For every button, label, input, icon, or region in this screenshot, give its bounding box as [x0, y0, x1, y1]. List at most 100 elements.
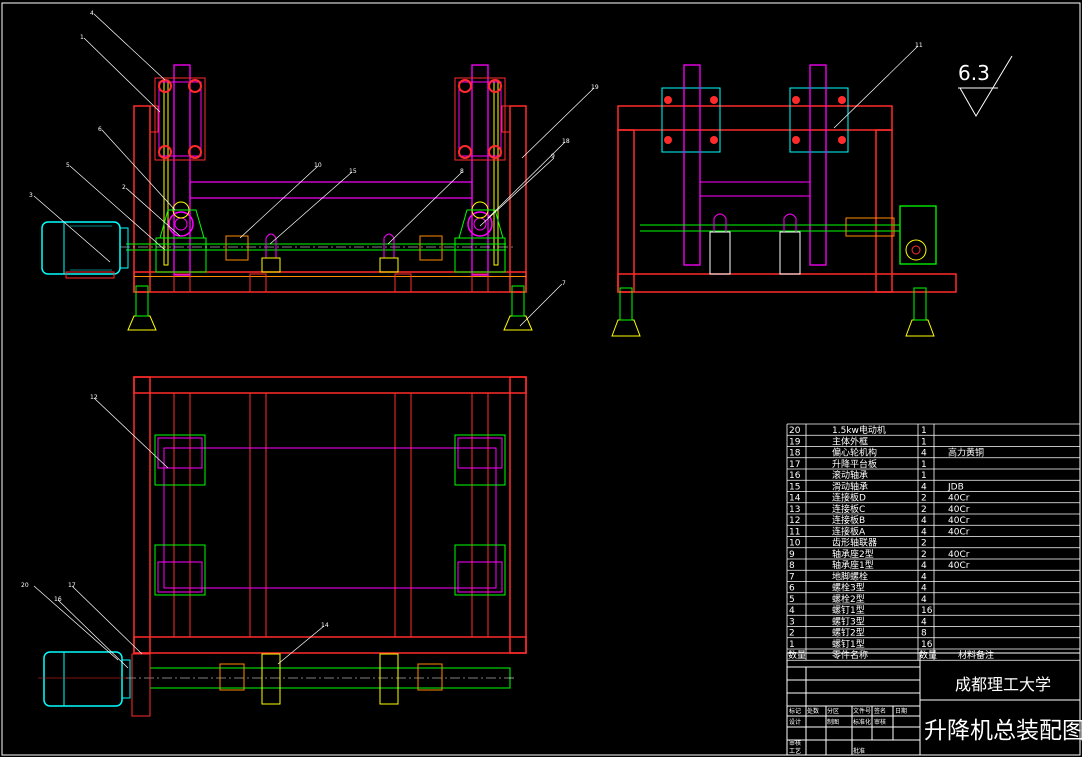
- bom-row-qty: 4: [921, 584, 927, 594]
- bom-row-qty: 2: [921, 550, 927, 560]
- bom-row-qty: 4: [921, 617, 927, 627]
- bom-row-name: 主体外框: [832, 435, 868, 447]
- bom-row-name: 螺钉1型: [832, 605, 865, 616]
- bom-row-no: 14: [789, 494, 801, 504]
- titleblock-label: 审核: [789, 739, 801, 747]
- callout-6: 6: [98, 126, 102, 133]
- bom-row-qty: 4: [921, 527, 927, 537]
- bom-row-qty: 2: [921, 505, 927, 515]
- titleblock-label: 分区: [827, 707, 839, 715]
- bom-row-note: 40Cr: [948, 550, 970, 560]
- bom-row-no: 4: [789, 606, 795, 616]
- bom-row-no: 20: [789, 426, 801, 436]
- titleblock-label: 批准: [853, 747, 865, 755]
- bom-row-name: 升降平台板: [832, 458, 877, 470]
- bom-row-qty: 1: [921, 471, 927, 481]
- bom-row-name: 连接板D: [832, 492, 866, 504]
- bom-row-qty: 4: [921, 482, 927, 492]
- bom-header-name: 零件名称: [832, 649, 868, 661]
- bom-row-name: 滑动轴承: [832, 480, 868, 492]
- titleblock-label: 处数: [807, 707, 819, 715]
- callout-9: 9: [551, 153, 555, 160]
- bom-row-name: 螺钉2型: [832, 628, 865, 639]
- bom-row-note: 40Cr: [948, 505, 970, 515]
- bom-header-material: 材料备注: [958, 649, 994, 661]
- bom-row-qty: 4: [921, 572, 927, 582]
- bom-row-no: 19: [789, 437, 801, 447]
- title-block: 成都理工大学 升降机总装配图 标记处数分区文件号签名日期设计制图标准化审核审核工…: [786, 652, 1082, 756]
- bom-row-no: 11: [789, 527, 800, 537]
- bom-row-note: 40Cr: [948, 561, 970, 571]
- bom-row-no: 1: [789, 640, 795, 650]
- callout-11: 11: [915, 42, 923, 49]
- bom-row-name: 滚动轴承: [832, 469, 868, 481]
- titleblock-label: 日期: [895, 707, 907, 715]
- bom-row-qty: 8: [921, 629, 927, 639]
- callout-1: 1: [80, 34, 84, 41]
- callout-14: 14: [321, 622, 329, 629]
- roughness-symbol: 6.3: [958, 55, 1013, 117]
- titleblock-label: 工艺: [789, 747, 801, 755]
- bom-row-name: 螺栓2型: [832, 593, 865, 605]
- bom-row-name: 偏心轮机构: [832, 447, 877, 459]
- bom-row-no: 17: [789, 460, 800, 470]
- bom-row-no: 5: [789, 595, 795, 605]
- titleblock-label: 制图: [827, 718, 839, 726]
- bom-row-qty: 2: [921, 539, 927, 549]
- bom-row-note: 高力黄铜: [948, 447, 984, 459]
- bom-row-qty: 2: [921, 494, 927, 504]
- bom-row-name: 地脚螺栓: [832, 570, 868, 582]
- callout-7: 7: [562, 280, 566, 287]
- titleblock-label: 签名: [874, 707, 886, 715]
- front-view: [41, 64, 533, 331]
- bom-row-name: 螺钉3型: [832, 616, 865, 627]
- bom-row-no: 12: [789, 516, 800, 526]
- bom-row-qty: 16: [921, 640, 933, 650]
- bom-row-name: 轴承座1型: [832, 559, 874, 571]
- bom-row-name: 齿形轴联器: [832, 537, 877, 549]
- bom-row-no: 2: [789, 629, 795, 639]
- bom-row-name: 螺钉1型: [832, 639, 865, 650]
- bom-row-note: JDB: [947, 482, 964, 492]
- callout-15: 15: [349, 168, 357, 175]
- bom-row-name: 轴承座2型: [832, 548, 874, 560]
- bom-row-no: 13: [789, 505, 800, 515]
- titleblock-label: 标记: [789, 707, 801, 715]
- callout-12: 12: [90, 394, 98, 401]
- callout-18: 18: [562, 138, 570, 145]
- bom-row-name: 连接板A: [832, 525, 866, 537]
- bom-row-no: 16: [789, 471, 801, 481]
- bom-row-no: 18: [789, 449, 801, 459]
- callout-10: 10: [314, 162, 322, 169]
- callout-4: 4: [90, 10, 94, 17]
- bom-row-no: 6: [789, 584, 795, 594]
- school-name: 成都理工大学: [955, 675, 1051, 694]
- bom-row-name: 连接板C: [832, 503, 865, 515]
- callout-17: 17: [68, 582, 76, 589]
- callout-19: 19: [591, 84, 599, 91]
- bom-row-qty: 4: [921, 516, 927, 526]
- bom-row-qty: 4: [921, 449, 927, 459]
- bom-header-qty: 数量: [788, 649, 806, 661]
- titleblock-label: 文件号: [853, 707, 871, 715]
- bom-row-qty: 4: [921, 595, 927, 605]
- titleblock-label: 设计: [789, 718, 801, 726]
- titleblock-label: 标准化: [853, 718, 871, 726]
- drawing-title: 升降机总装配图: [924, 718, 1082, 744]
- bom-row-note: 40Cr: [948, 527, 970, 537]
- bom-header-count: 数量: [919, 649, 937, 661]
- bom-row-qty: 4: [921, 561, 927, 571]
- callout-labels: 4 1 3 5 6 2 7 8 9 10 15 18 19 11 12 14 1…: [21, 10, 923, 629]
- callout-5: 5: [66, 162, 70, 169]
- bom-row-no: 10: [789, 539, 801, 549]
- bom-row-no: 3: [789, 617, 795, 627]
- bom-row-name: 螺栓3型: [832, 582, 865, 594]
- bom-row-note: 40Cr: [948, 494, 970, 504]
- top-view: [38, 376, 527, 717]
- callout-2: 2: [122, 184, 126, 191]
- callout-8: 8: [460, 168, 464, 175]
- titleblock-label: 审核: [874, 718, 886, 726]
